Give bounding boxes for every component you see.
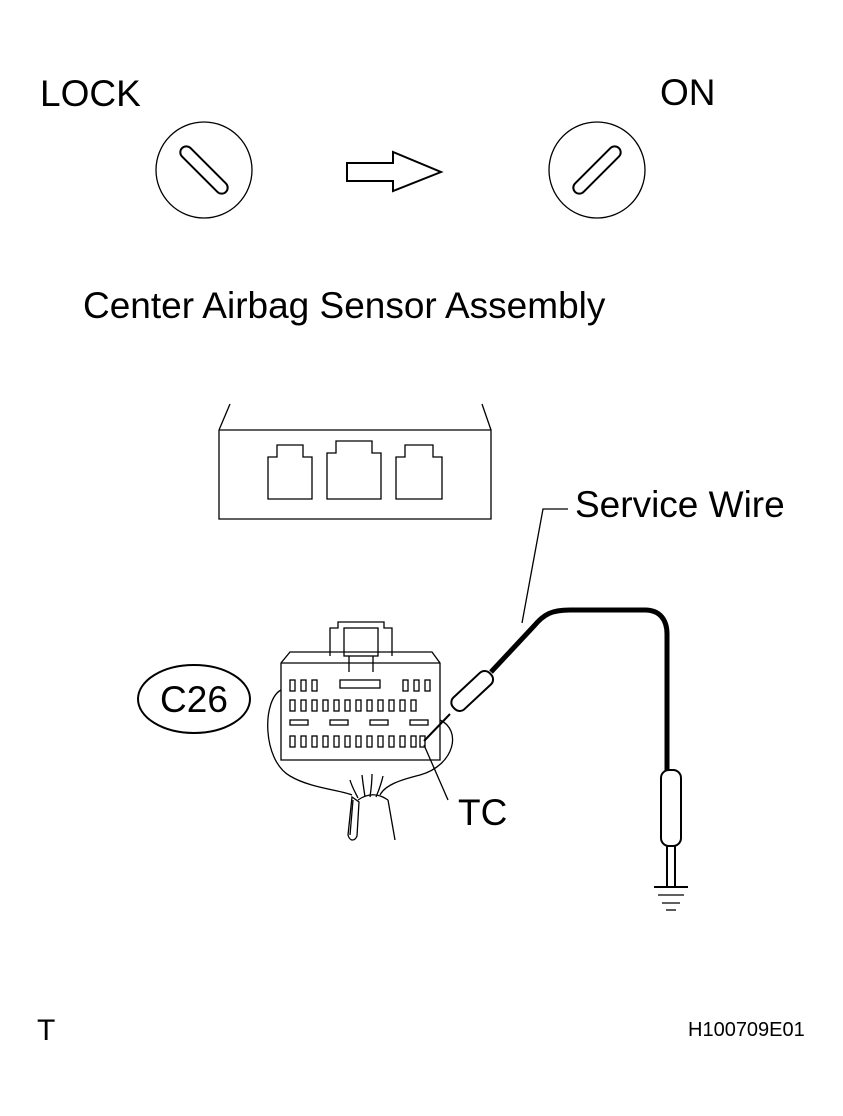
- service-wire: [423, 607, 688, 911]
- component-title: Center Airbag Sensor Assembly: [83, 285, 606, 326]
- connector-c26: [267, 621, 454, 841]
- service-wire-label: Service Wire: [575, 484, 785, 525]
- sensor-socket: [395, 444, 443, 500]
- on-label: ON: [660, 72, 716, 113]
- terminal-label: TC: [458, 792, 507, 833]
- connector-code-oval: [137, 664, 251, 734]
- arrow-right-icon: [346, 150, 444, 193]
- lock-label: LOCK: [40, 73, 141, 114]
- footer-left-code: T: [37, 1014, 55, 1047]
- connector-code-label: C26: [160, 679, 228, 720]
- sensor-socket: [326, 440, 382, 500]
- connector-pin-row: [289, 735, 426, 748]
- sensor-socket: [267, 444, 313, 500]
- tc-terminal: [419, 735, 426, 748]
- service-wire-leader: [521, 508, 568, 624]
- connector-slot-row: [289, 719, 429, 726]
- ignition-on-position-icon: [548, 121, 646, 219]
- connector-pin-row: [289, 679, 431, 692]
- tc-leader: [423, 744, 449, 801]
- figure-id: H100709E01: [688, 1019, 805, 1041]
- connector-pin-row: [289, 699, 417, 712]
- ignition-lock-position-icon: [155, 121, 253, 219]
- ground-icon: [654, 886, 688, 911]
- airbag-sensor-assembly: [218, 403, 492, 520]
